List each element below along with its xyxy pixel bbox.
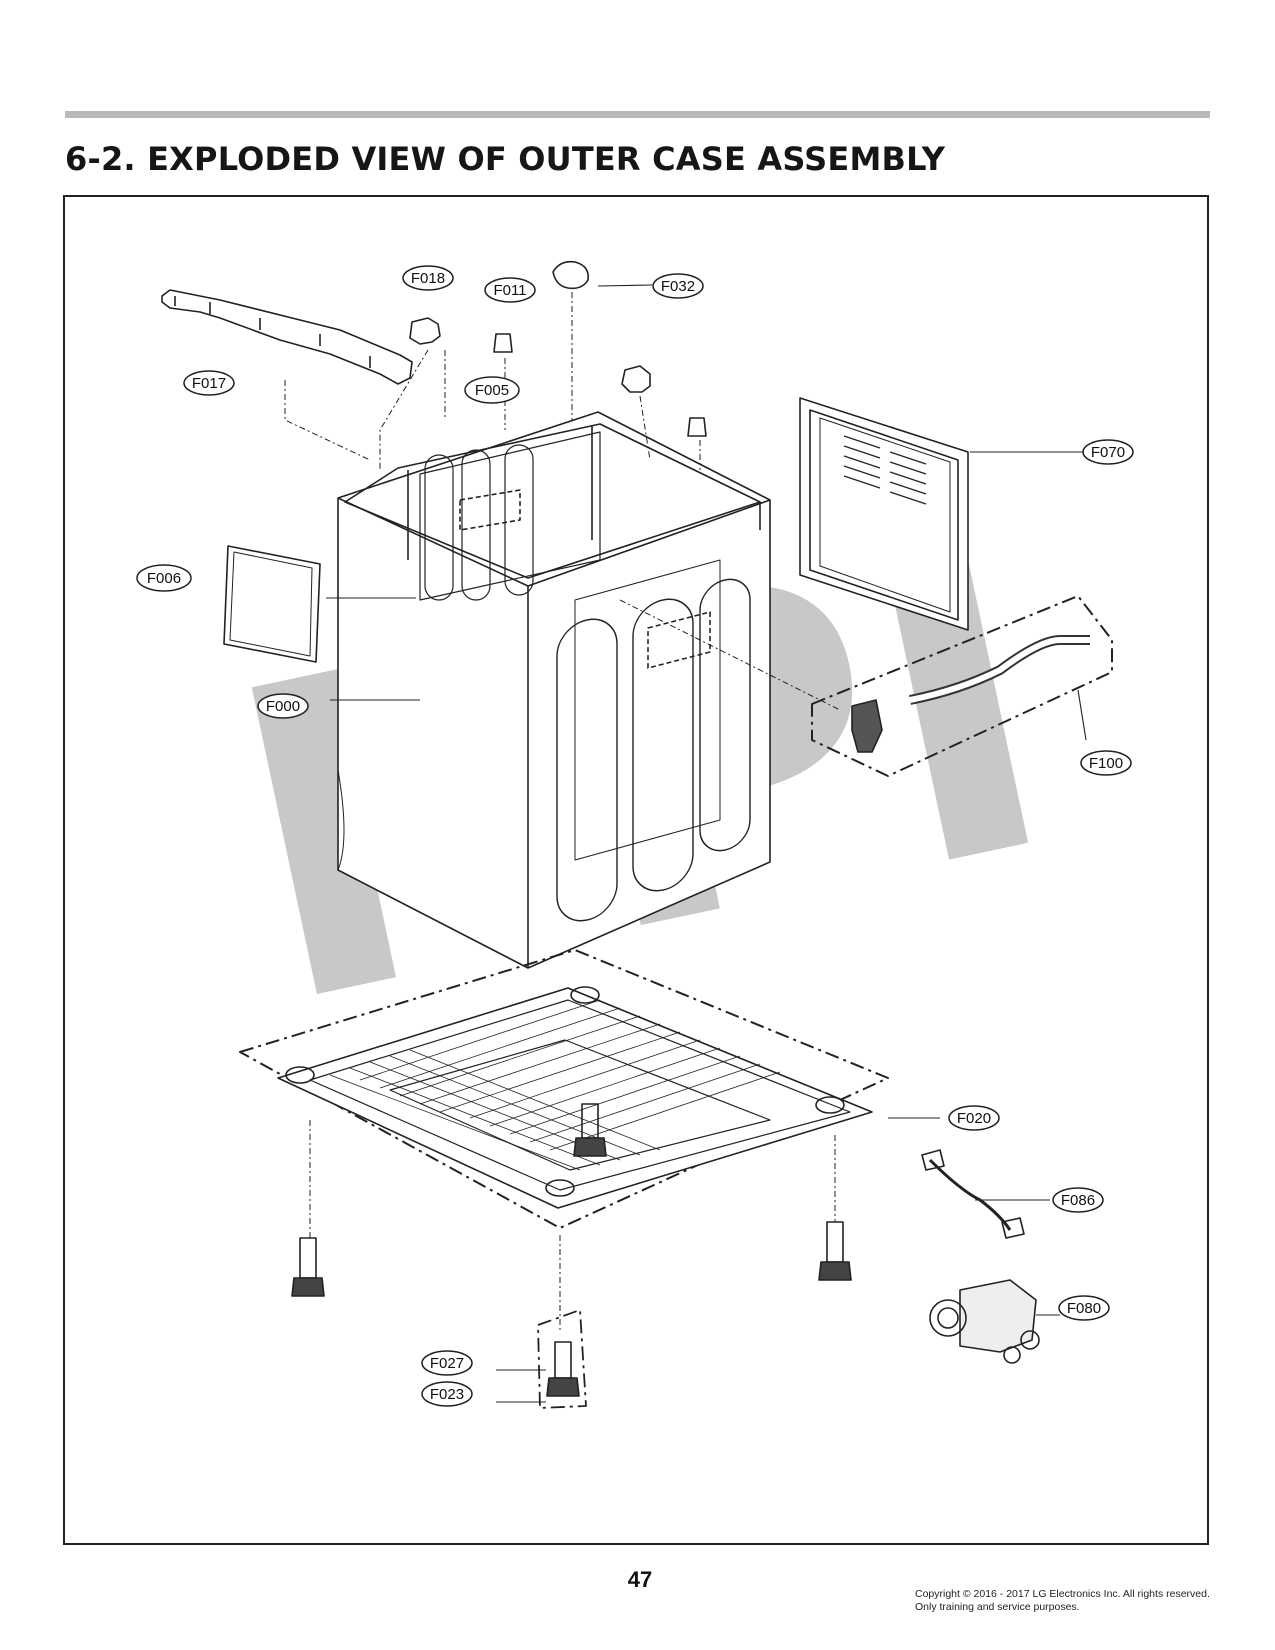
callout-f011 [484, 277, 536, 303]
rear-panel [799, 397, 969, 631]
callout-f100 [1080, 750, 1132, 776]
callout-f100-label: F100 [1089, 755, 1123, 772]
callout-f017 [183, 370, 235, 396]
callout-f027 [421, 1350, 473, 1376]
callout-f020 [948, 1105, 1000, 1131]
top-hook-right [621, 365, 651, 393]
leveling-foot-right [818, 1221, 852, 1281]
callout-f000-label: F000 [266, 698, 300, 715]
base-frame [239, 949, 889, 1229]
callout-f006 [136, 564, 192, 592]
drain-pump [929, 1279, 1040, 1364]
bumper-right [687, 417, 707, 437]
callout-f018 [402, 265, 454, 291]
callout-f020-label: F020 [957, 1110, 991, 1127]
callout-f080 [1058, 1295, 1110, 1321]
callout-f005-label: F005 [475, 382, 509, 399]
leveling-foot-center [573, 1103, 607, 1157]
leveling-foot-left [291, 1237, 325, 1297]
hose-assembly [811, 595, 1113, 777]
callout-f023 [421, 1381, 473, 1407]
cover-plate [223, 545, 321, 663]
page-number: 47 [627, 1567, 653, 1592]
leveling-foot-front [546, 1341, 580, 1397]
callout-f011-label: F011 [493, 282, 526, 299]
callout-f070-label: F070 [1091, 444, 1125, 461]
top-hook-left [409, 317, 441, 345]
callout-f000 [257, 693, 309, 719]
callout-f086-label: F086 [1061, 1192, 1095, 1209]
callout-f032-label: F032 [661, 278, 695, 295]
wire-harness [928, 1158, 1012, 1231]
callout-f023-label: F023 [430, 1386, 464, 1403]
page-title: 6-2. EXPLODED VIEW OF OUTER CASE ASSEMBL… [65, 140, 946, 178]
callout-f080-label: F080 [1067, 1300, 1101, 1317]
callout-f006-label: F006 [147, 570, 181, 587]
callout-f018-label: F018 [411, 270, 445, 287]
clamp [552, 260, 590, 290]
outer-cabinet [337, 411, 771, 969]
callout-f070 [1082, 439, 1134, 465]
callout-f086 [1052, 1187, 1104, 1213]
callout-f027-label: F027 [430, 1355, 464, 1372]
callout-f032 [652, 273, 704, 299]
header-rule [65, 111, 1210, 118]
callout-f005 [464, 376, 520, 404]
top-bracket [161, 289, 413, 385]
diagram-frame [63, 195, 1209, 1545]
callout-f017-label: F017 [192, 375, 226, 392]
copyright-notice: Copyright © 2016 - 2017 LG Electronics I… [915, 1588, 1210, 1613]
bumper-left [493, 333, 513, 353]
